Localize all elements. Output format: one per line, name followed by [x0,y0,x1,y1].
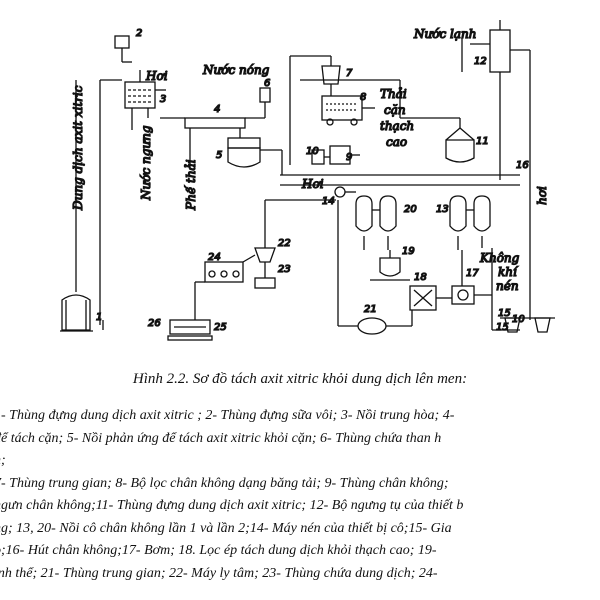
legend: 1- Thùng đựng dung dịch axit xitric ; 2-… [0,405,600,585]
dryer-24 [194,254,256,320]
reactor-5 [227,128,282,168]
legend-line: 7- Thùng trung gian; 8- Bộ lọc chân khôn… [0,475,449,491]
label-hoi-mid: Hơi [301,177,324,191]
num-5: 5 [216,150,222,161]
num-25: 25 [214,322,227,333]
legend-line: 1- Thùng đựng dung dịch axit xitric ; 2-… [0,408,455,423]
label-thai-2: cặn [384,103,406,117]
num-11: 11 [476,136,489,147]
num-6: 6 [264,78,270,89]
num-1: 1 [96,312,102,323]
label-thai-1: Thải [380,87,407,101]
num-17: 17 [466,268,479,279]
evaporator-20 [355,195,397,250]
num-26: 26 [148,318,161,329]
vacuum-tank-9-10 [311,145,360,165]
num-14: 14 [322,196,335,207]
num-23: 23 [278,264,291,275]
label-phe-thai: Phế thải [183,159,198,211]
label-nuoc-lanh: Nước lạnh [413,27,476,41]
packaging-25-26 [167,319,213,341]
label-khong-2: khí [498,265,519,279]
intermediate-tank-7 [289,55,341,165]
compressor-14 [334,186,356,198]
num-9: 9 [346,152,352,163]
legend-line: ng; 13, 20- Nồi cô chân không lần 1 và l… [0,520,452,536]
num-18: 18 [414,272,427,283]
label-thai-3: thạch [380,119,414,133]
belt-filter-8 [321,95,375,126]
num-3: 3 [160,94,166,105]
crystallizer-19 [370,250,410,281]
num-16: 16 [516,160,529,171]
label-thai-4: cao [386,135,407,149]
acid-tank-11 [300,79,475,163]
num-4: 4 [214,104,220,115]
tank-1 [60,80,93,332]
label-hoi-right: hơi [535,186,549,205]
legend-line: ngưn chân không;11- Thùng đựng dung dịch… [0,498,464,513]
num-2: 2 [136,28,142,39]
num-19: 19 [402,246,415,257]
num-15: 15 [496,322,509,333]
num-8: 8 [360,92,366,103]
centrifuge-22 [254,199,336,278]
label-nuoc-nong: Nước nóng [202,63,270,77]
process-flow-diagram: Dung dịch axit xitric Hơi Nước nóng Nước… [60,20,555,341]
num-20: 20 [404,204,417,215]
hot-well-15-16 [500,317,555,333]
tank-23 [254,277,276,289]
pump-17 [451,285,492,305]
tank-21 [337,200,413,335]
carbon-tank-6 [259,87,271,118]
label-nuoc-ngung: Nước ngưng [139,125,153,201]
condenser-12 [461,20,531,320]
filter-4 [160,117,265,170]
num-7: 7 [346,68,353,79]
label-khong-1: Không [479,251,520,265]
steam-header [280,150,520,186]
return-lines [436,248,520,331]
label-dung-dich: Dung dịch axit xitric [71,85,85,211]
evaporator-13 [449,195,491,250]
figure-caption: Hình 2.2. Sơ đồ tách axit xitric khỏi du… [132,371,468,387]
num-24: 24 [208,252,221,263]
num-12: 12 [474,56,487,67]
label-khong-3: nén [496,279,519,293]
neutralizer-3 [124,70,166,130]
line-to-neutralizer [99,79,122,330]
label-hoi-top: Hơi [145,69,168,83]
legend-line: inh thể; 21- Thùng trung gian; 22- Máy l… [0,565,438,581]
num-10: 10 [306,146,319,157]
num-15-b: 15 [498,308,511,319]
num-21: 21 [364,304,377,315]
num-10-b: 10 [512,314,525,325]
legend-line: n; [0,453,6,468]
num-22: 22 [278,238,291,249]
lime-tank-2 [114,35,132,63]
legend-line: để tách cặn; 5- Nồi phản ứng để tách axi… [0,430,442,446]
legend-line: ỏ;16- Hút chân không;17- Bơm; 18. Lọc ép… [0,543,437,558]
num-13: 13 [436,204,449,215]
filter-press-18 [409,285,437,311]
